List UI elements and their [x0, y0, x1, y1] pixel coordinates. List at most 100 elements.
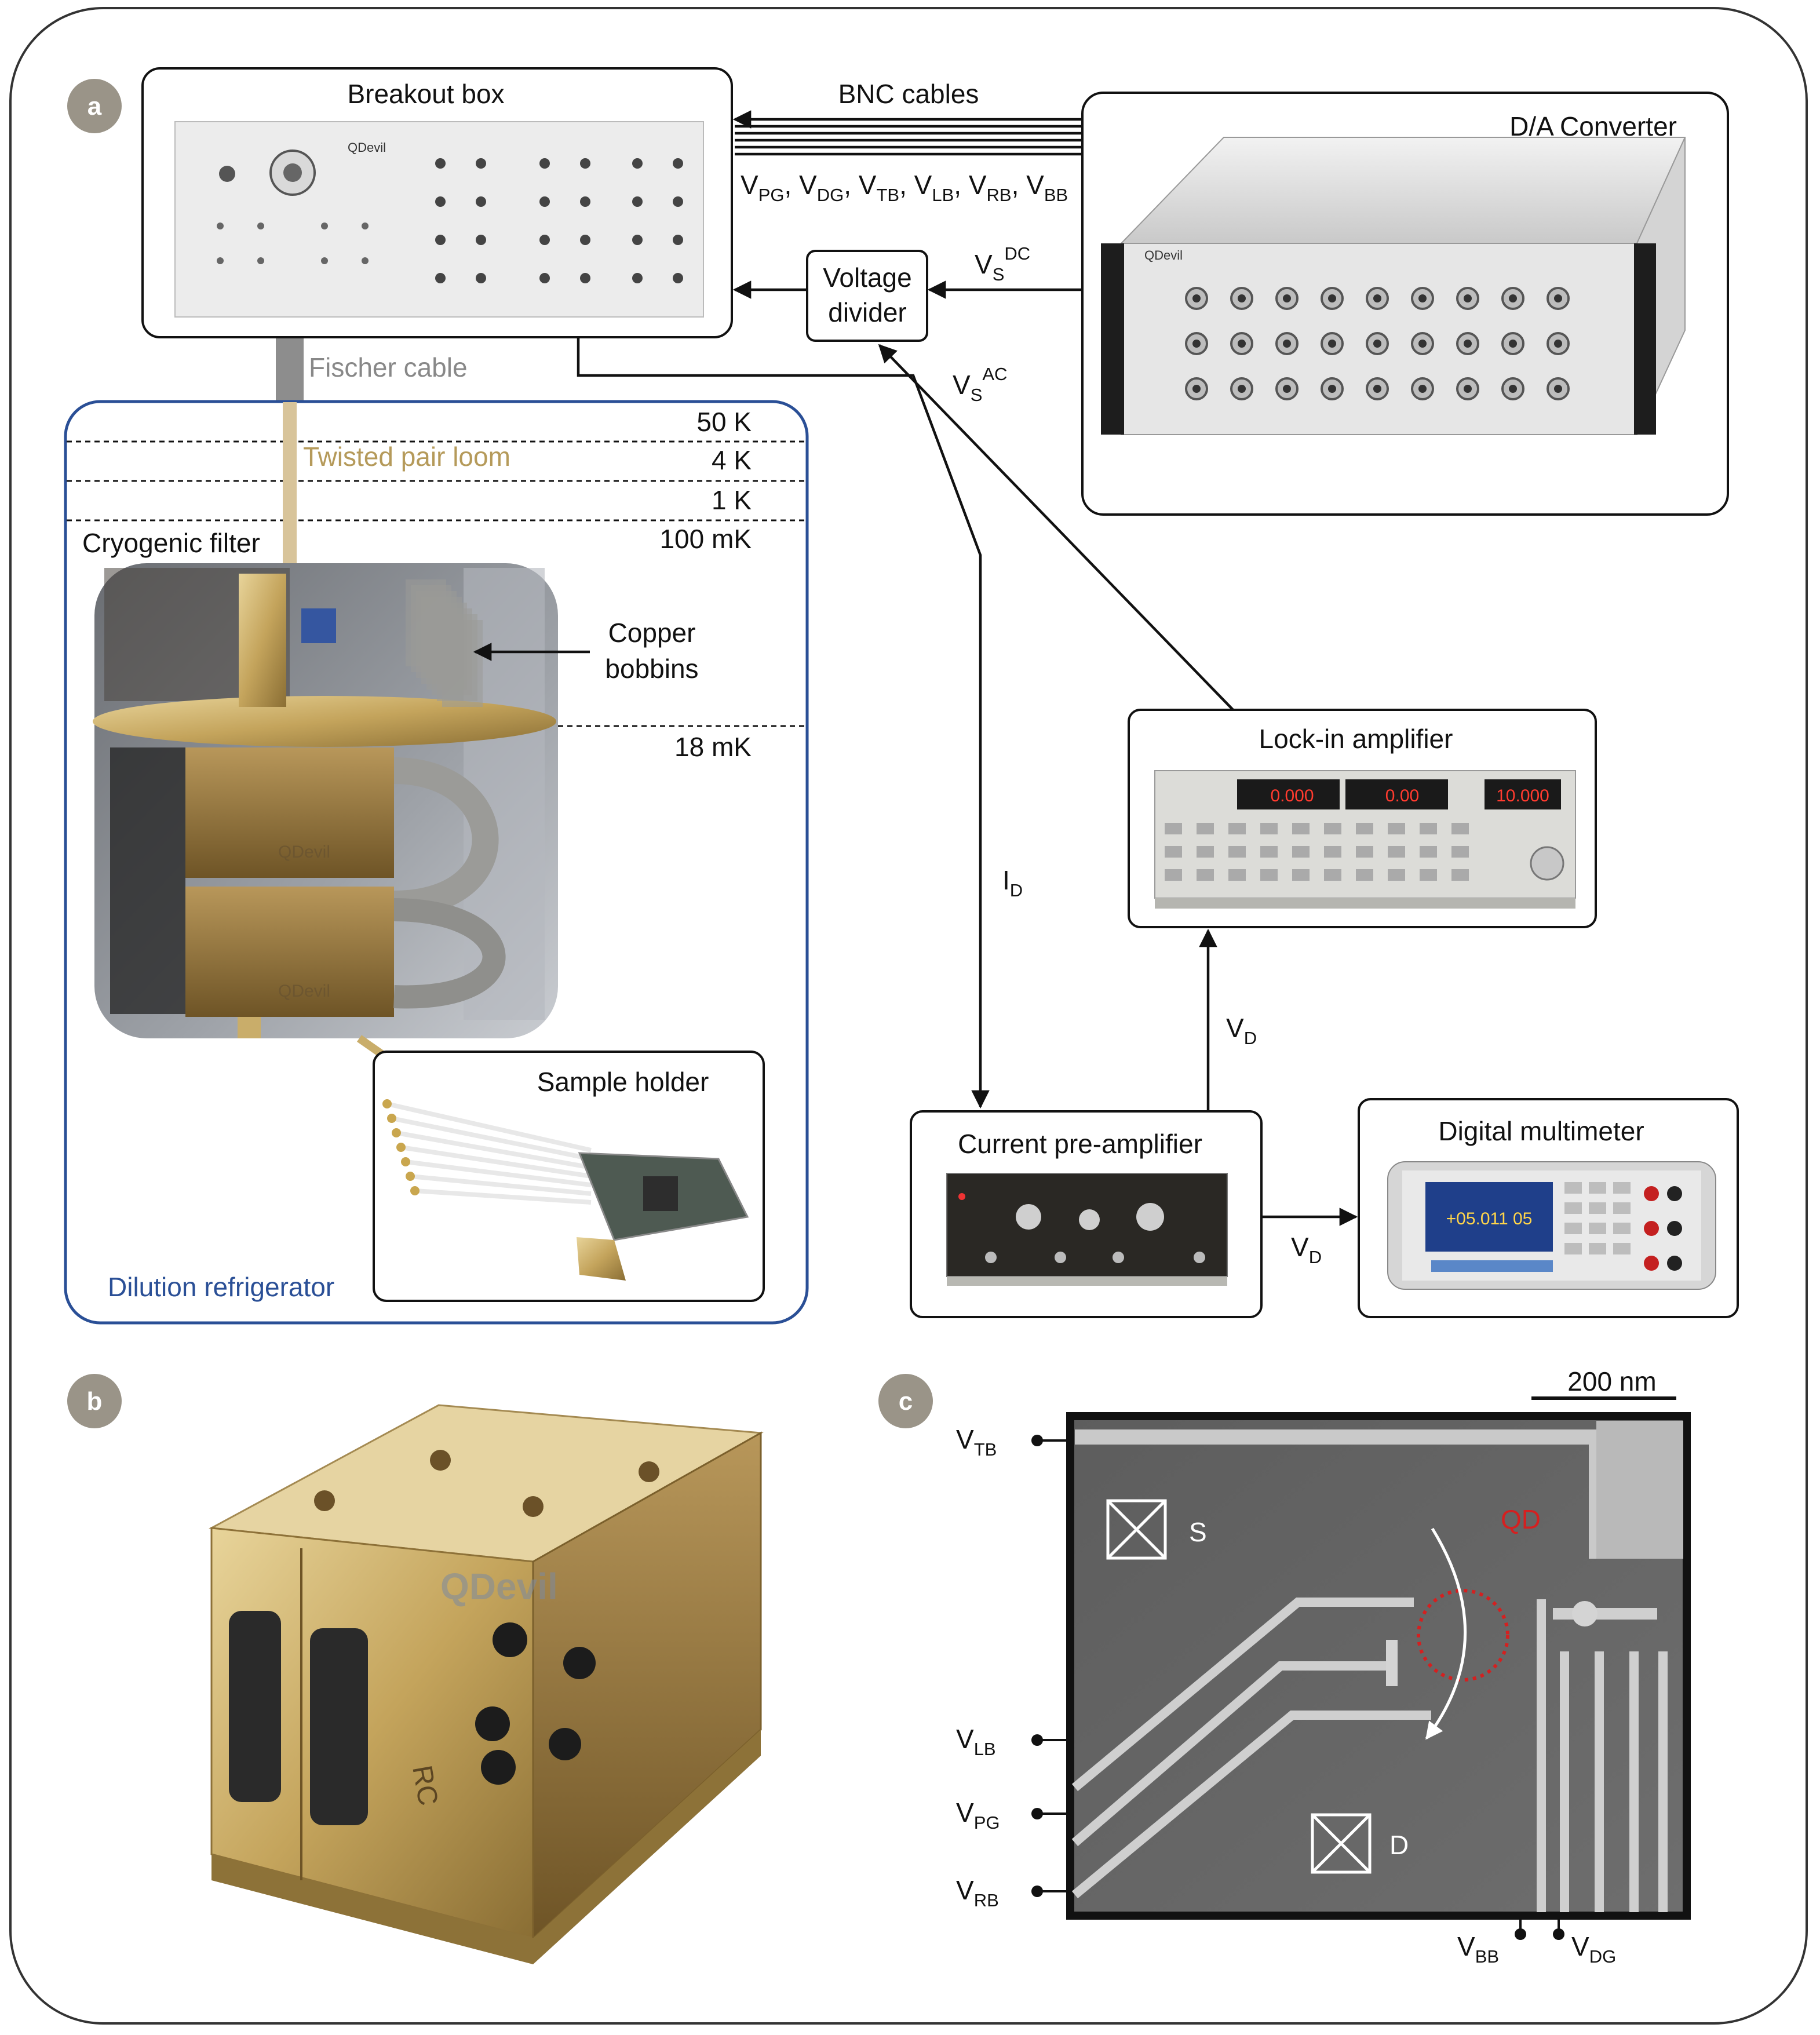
sample-holder-mount	[577, 1237, 626, 1281]
dac-connector-pin-6	[1418, 294, 1427, 302]
gate-voltage-list: VPG, VDG, VTB, VLB, VRB, VBB	[741, 170, 1068, 205]
preamp-knob-2	[1079, 1209, 1100, 1230]
qd-label: QD	[1501, 1504, 1541, 1534]
sem-right-dot	[1572, 1601, 1597, 1626]
lockin-knob	[1530, 846, 1564, 881]
breakout-connector-9	[539, 158, 550, 169]
filter-logo-1: QDevil	[278, 843, 330, 862]
breakout-connector-14	[580, 196, 590, 207]
breakout-box-panel	[174, 121, 704, 318]
sample-wire-tip-5	[401, 1157, 410, 1166]
da-converter-device: QDevil	[1101, 137, 1686, 435]
lockin-button-2	[1197, 823, 1214, 834]
bnc-cables-label: BNC cables	[838, 79, 979, 109]
lockin-button-9	[1420, 823, 1437, 834]
preamp-output-1	[1055, 1252, 1066, 1263]
gate-terminals-bottom: VBB VDG	[1457, 1919, 1616, 1967]
panel-a-label: a	[87, 92, 102, 121]
vs-ac-label: VSAC	[953, 364, 1007, 405]
dmm-terminal-1	[1644, 1186, 1659, 1201]
voltage-divider-frame	[806, 250, 928, 342]
bnc-cable-bundle	[732, 110, 1082, 156]
breakout-connector-10	[539, 196, 550, 207]
preamp-title: Current pre-amplifier	[958, 1129, 1202, 1159]
sample-holder-frame	[373, 1051, 765, 1302]
lockin-buttons	[1165, 823, 1469, 881]
breakout-connector-15	[580, 235, 590, 245]
sem-plunger-tip	[1386, 1640, 1398, 1686]
breakout-connector-20	[632, 273, 643, 283]
dmm-reading: +05.011 05	[1446, 1209, 1533, 1228]
sample-wire-6	[410, 1174, 592, 1196]
sample-holder-photo	[382, 1099, 749, 1281]
preamp-output-2	[1113, 1252, 1124, 1263]
lockin-button-13	[1228, 846, 1246, 858]
preamp-knob-1	[1016, 1204, 1041, 1230]
breakout-connector-6	[476, 196, 486, 207]
lockin-button-14	[1260, 846, 1278, 858]
vd-lockin-label: VD	[1226, 1013, 1257, 1048]
sem-gates	[1071, 1421, 1683, 1912]
breakout-connector-8	[476, 273, 486, 283]
terminal-bb	[1515, 1928, 1526, 1940]
render-port-1	[493, 1622, 527, 1657]
lockin-display-2	[1345, 779, 1448, 809]
breakout-connector-7	[476, 235, 486, 245]
filter-bracket	[239, 574, 286, 707]
lockin-reading-2: 0.00	[1385, 786, 1419, 805]
lockin-button-19	[1420, 846, 1437, 858]
da-converter-title: D/A Converter	[1509, 111, 1677, 141]
breakout-connector-21	[673, 158, 683, 169]
terminal-pg	[1031, 1808, 1043, 1819]
dac-connector-pin-16	[1464, 340, 1472, 348]
vd-dmm-label: VD	[1291, 1232, 1322, 1267]
stage-50k: 50 K	[696, 407, 752, 437]
render-rc-mark: RC	[406, 1763, 443, 1808]
twisted-pair-loom	[283, 402, 297, 576]
sem-top-pad	[1596, 1421, 1683, 1559]
dac-connector-pin-23	[1373, 385, 1381, 393]
dmm-title: Digital multimeter	[1438, 1116, 1644, 1146]
breakout-connector-2	[435, 196, 446, 207]
dac-connector-pin-15	[1418, 340, 1427, 348]
dac-logo: QDevil	[1144, 248, 1183, 262]
current-path-arrow	[1425, 1527, 1467, 1740]
lockin-button-17	[1356, 846, 1373, 858]
copper-label-line2: bobbins	[605, 654, 698, 684]
dmm-button-1	[1564, 1182, 1582, 1194]
dmm-terminal-3	[1644, 1221, 1659, 1236]
panel-b-label: b	[87, 1387, 103, 1416]
twisted-pair-label: Twisted pair loom	[303, 442, 510, 472]
lockin-button-11	[1165, 846, 1182, 858]
lockin-base	[1155, 898, 1575, 909]
breakout-switch-6	[362, 223, 369, 229]
render-port-2	[563, 1647, 596, 1679]
terminal-bb-label: VBB	[1457, 1931, 1499, 1967]
sample-wire-3	[396, 1130, 592, 1170]
sample-wire-tip-4	[396, 1143, 406, 1152]
dmm-button-2	[1589, 1182, 1606, 1194]
dac-connector-pin-12	[1283, 340, 1291, 348]
cold-finger	[238, 1017, 261, 1038]
preamp-knob-3	[1136, 1203, 1164, 1231]
lockin-display-1	[1237, 779, 1340, 809]
lockin-button-26	[1324, 869, 1341, 881]
terminal-tb	[1031, 1435, 1043, 1446]
sample-holder-link	[356, 1035, 385, 1058]
terminal-rb	[1031, 1886, 1043, 1897]
lockin-button-1	[1165, 823, 1182, 834]
filter-clamp	[301, 608, 336, 643]
lockin-button-18	[1388, 846, 1405, 858]
mixing-plate	[93, 696, 556, 747]
sem-gate-rb	[1071, 1711, 1431, 1899]
breakout-connector-16	[580, 273, 590, 283]
dac-connector-pin-24	[1418, 385, 1427, 393]
dmm-button-5	[1589, 1202, 1606, 1214]
vs-dc-label: VSDC	[975, 243, 1030, 285]
dmm-terminal-4	[1667, 1221, 1682, 1236]
breakout-connector-4	[435, 273, 446, 283]
render-port-4	[549, 1728, 581, 1760]
filter-module-1	[185, 747, 394, 878]
dac-connector-pin-1	[1192, 294, 1201, 302]
